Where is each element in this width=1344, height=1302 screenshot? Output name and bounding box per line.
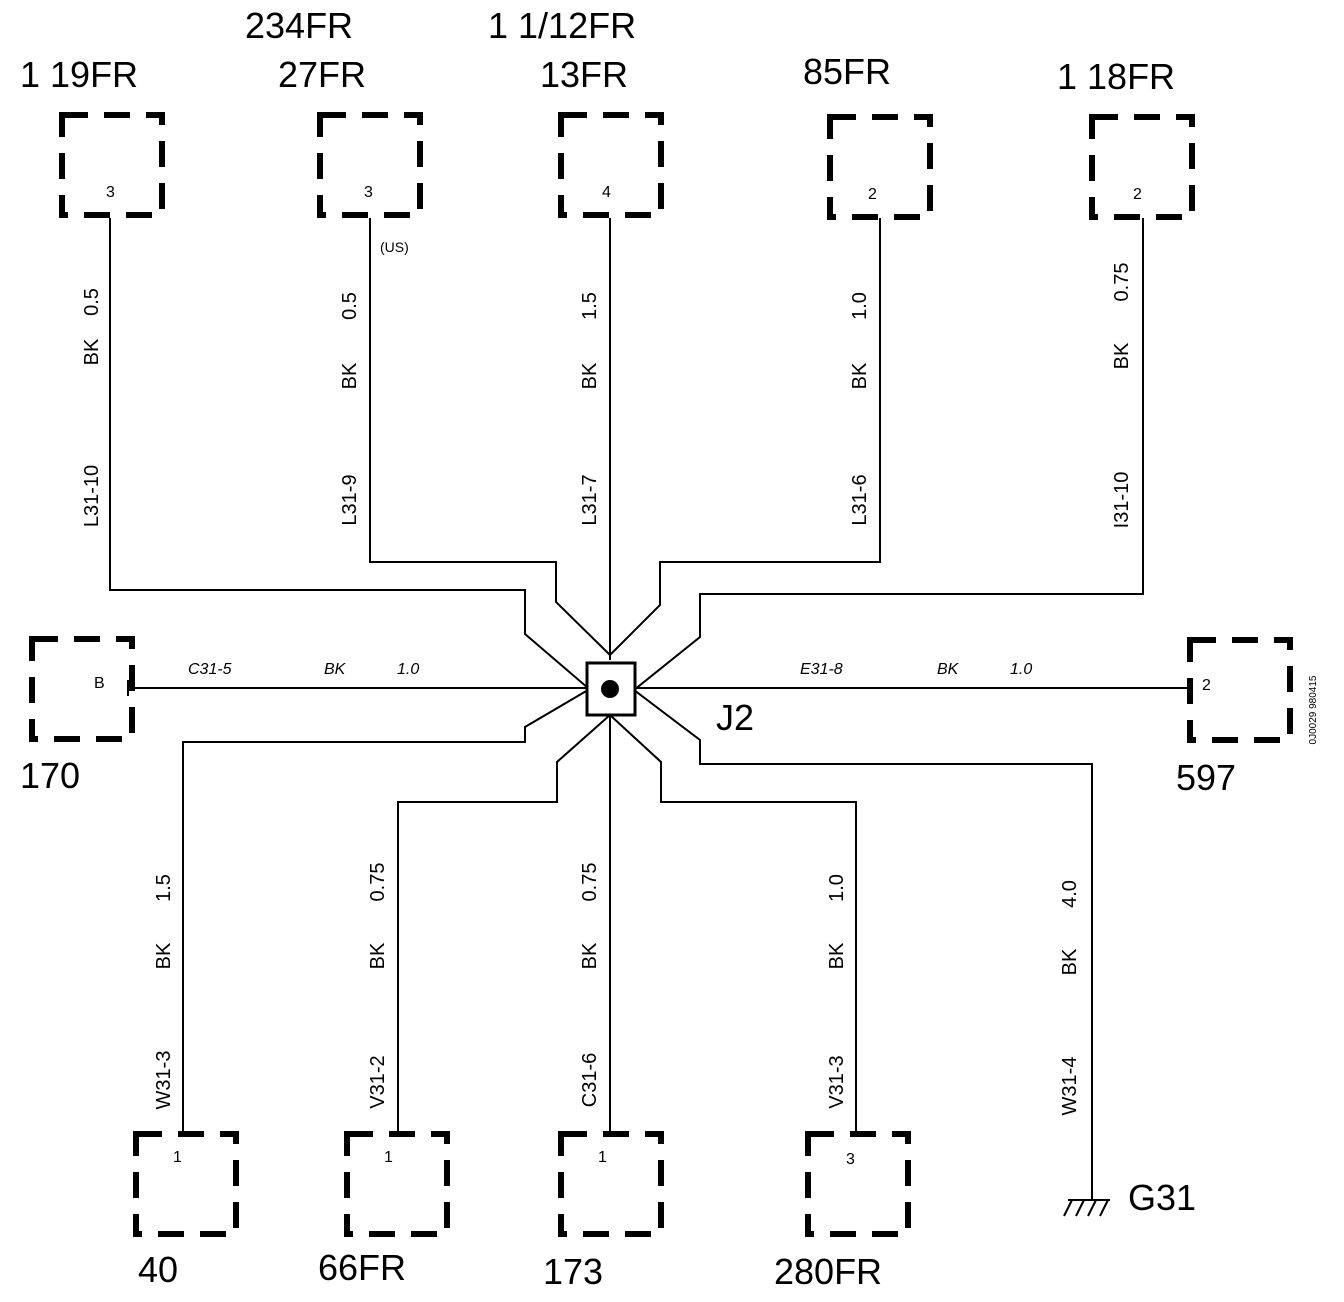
- connector-pin: 2: [868, 186, 877, 203]
- wire-color: BK: [937, 661, 960, 678]
- ground-hatch: [1063, 1199, 1073, 1217]
- splice-box: [585, 661, 637, 717]
- connector-label: 66FR: [318, 1247, 406, 1288]
- wire-280fr[interactable]: [609, 714, 857, 1136]
- connectors: 3 1 19FR 3 27FR 234FR (US) 4 13FR 1 1/12…: [20, 5, 1293, 1292]
- ground-hatch: [1075, 1199, 1085, 1217]
- wire-color: BK: [579, 942, 601, 969]
- connector-note: (US): [380, 239, 409, 255]
- wire-85fr[interactable]: [609, 218, 881, 656]
- splice-label: J2: [716, 697, 754, 738]
- wire-size: 1.5: [153, 874, 175, 902]
- wire-color: BK: [849, 362, 871, 389]
- wire-118fr[interactable]: [633, 218, 1144, 691]
- connector-13fr[interactable]: 4 13FR 1 1/12FR: [488, 5, 664, 218]
- connector-66fr[interactable]: 1 66FR: [318, 1131, 450, 1288]
- connector-597[interactable]: 2 597: [1176, 637, 1293, 798]
- wire-color: BK: [579, 362, 601, 389]
- ground-label: G31: [1128, 1177, 1196, 1218]
- connector-40[interactable]: 1 40: [133, 1131, 239, 1290]
- wire-size: 0.75: [579, 863, 601, 902]
- wire-g31[interactable]: [633, 689, 1093, 1200]
- wire-color: BK: [153, 942, 175, 969]
- connector-pin: 3: [364, 184, 373, 201]
- ground-g31[interactable]: G31: [1063, 1177, 1196, 1218]
- wire-27fr[interactable]: [369, 218, 611, 656]
- connector-pin: 1: [384, 1149, 393, 1166]
- wire-circuit: C31-5: [188, 661, 232, 678]
- wire-size: 0.75: [1111, 263, 1133, 302]
- connector-label: 1 18FR: [1057, 56, 1175, 97]
- reference-code: 0J0029 980415: [1308, 675, 1319, 744]
- wire-circuit: V31-3: [826, 1055, 848, 1108]
- ground-hatch: [1087, 1199, 1097, 1217]
- connector-pin: 1: [598, 1149, 607, 1166]
- wire-circuit: W31-4: [1059, 1057, 1081, 1116]
- wire-circuit: C31-6: [579, 1053, 601, 1107]
- wire-size: 0.5: [81, 288, 103, 316]
- wire-size: 4.0: [1059, 880, 1081, 908]
- connector-label: 597: [1176, 757, 1236, 798]
- connector-27fr[interactable]: 3 27FR 234FR (US): [245, 5, 423, 255]
- connector-label: 13FR: [540, 54, 628, 95]
- wire-circuit: V31-2: [367, 1055, 389, 1108]
- connector-280fr[interactable]: 3 280FR: [774, 1131, 911, 1292]
- wire-color: BK: [1111, 342, 1133, 369]
- wires: [109, 218, 1193, 1200]
- wire-circuit: E31-8: [800, 661, 843, 678]
- splice-dot: [601, 680, 619, 698]
- wire-color: BK: [1059, 948, 1081, 975]
- wire-circuit: L31-10: [81, 465, 103, 527]
- connector-pin: 2: [1202, 677, 1211, 694]
- connector-label: 40: [138, 1249, 178, 1290]
- wire-circuit: I31-10: [1111, 472, 1133, 529]
- connector-label: 173: [543, 1251, 603, 1292]
- wire-circuit: L31-7: [579, 474, 601, 525]
- splice-j2[interactable]: J2: [585, 661, 754, 738]
- wire-circuit: L31-6: [849, 474, 871, 525]
- connector-pin: 2: [1133, 186, 1142, 203]
- connector-label-top: 1 1/12FR: [488, 5, 636, 46]
- connector-85fr[interactable]: 2 85FR: [803, 51, 933, 220]
- connector-label: 170: [20, 755, 80, 796]
- connector-pin: 1: [173, 1149, 182, 1166]
- wire-size: 1.0: [397, 661, 419, 678]
- wire-color: BK: [826, 942, 848, 969]
- wire-circuit: L31-9: [339, 474, 361, 525]
- wire-66fr[interactable]: [397, 714, 611, 1136]
- connector-label: 85FR: [803, 51, 891, 92]
- wire-labels: 0.5 BK L31-10 0.5 BK L31-9 1.5 BK L31-7 …: [81, 263, 1133, 1116]
- wire-size: 0.75: [367, 863, 389, 902]
- wire-color: BK: [324, 661, 347, 678]
- connector-170[interactable]: B 170: [20, 636, 135, 796]
- connector-119fr[interactable]: 3 1 19FR: [20, 54, 165, 218]
- connector-label-top: 234FR: [245, 5, 353, 46]
- wire-color: BK: [339, 362, 361, 389]
- wire-size: 1.0: [1010, 661, 1032, 678]
- wire-119fr[interactable]: [109, 218, 589, 689]
- wire-size: 1.0: [826, 874, 848, 902]
- connector-pin: 3: [846, 1151, 855, 1168]
- wire-size: 0.5: [339, 292, 361, 320]
- wire-color: BK: [367, 942, 389, 969]
- connector-label: 280FR: [774, 1251, 882, 1292]
- wire-circuit: W31-3: [153, 1051, 175, 1110]
- ground-hatch: [1099, 1199, 1109, 1217]
- connector-173[interactable]: 1 173: [543, 1131, 664, 1292]
- wire-size: 1.0: [849, 292, 871, 320]
- connector-pin: B: [94, 675, 105, 692]
- connector-label: 27FR: [278, 54, 366, 95]
- connector-pin: 3: [106, 184, 115, 201]
- connector-118fr[interactable]: 2 1 18FR: [1057, 56, 1195, 220]
- wire-size: 1.5: [579, 292, 601, 320]
- connector-label: 1 19FR: [20, 54, 138, 95]
- wire-40[interactable]: [182, 689, 589, 1136]
- wire-color: BK: [81, 338, 103, 365]
- connector-pin: 4: [602, 184, 611, 201]
